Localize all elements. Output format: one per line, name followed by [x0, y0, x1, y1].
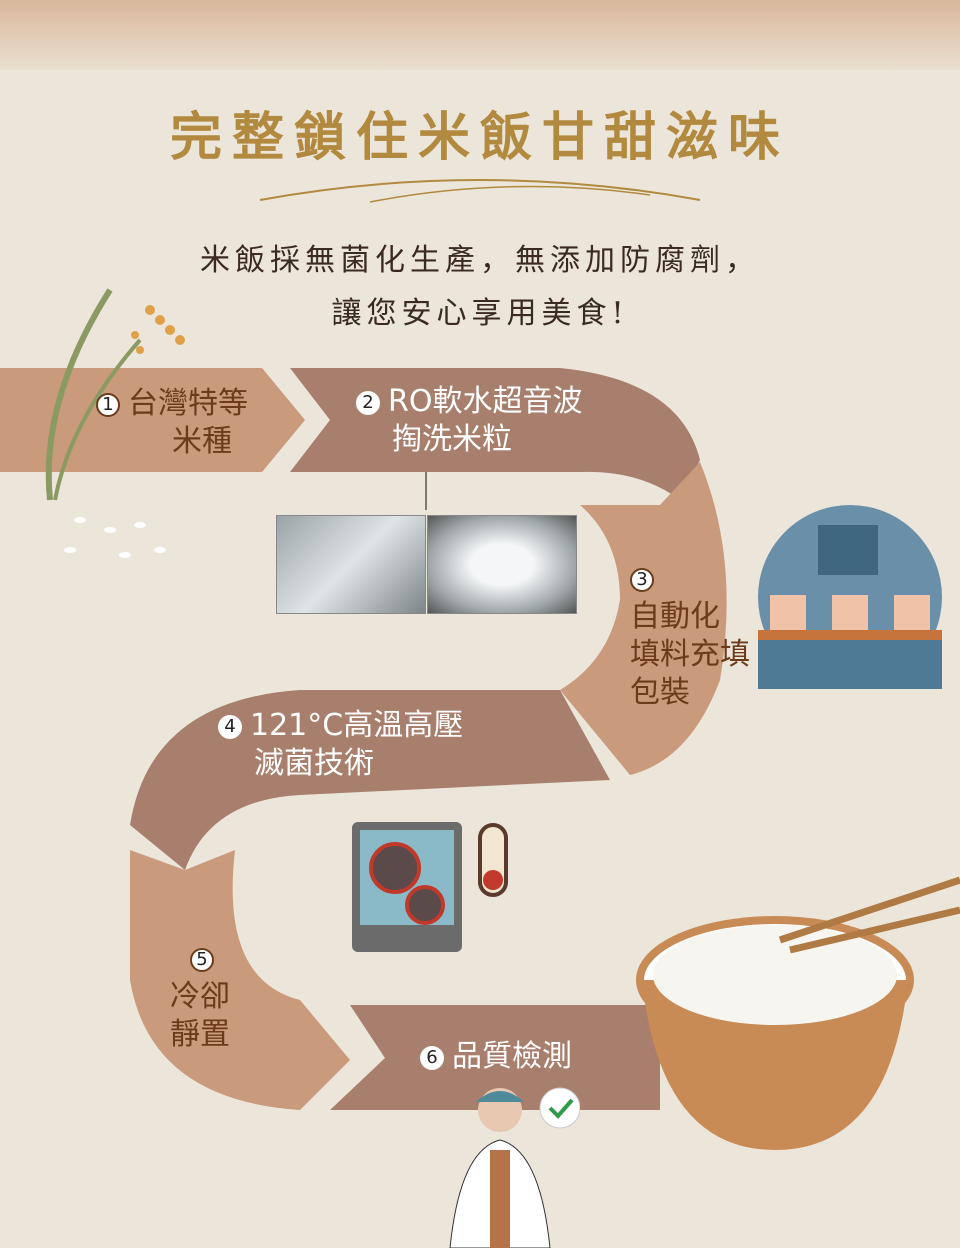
band-step-2 [290, 368, 700, 500]
decorative-swoosh [259, 179, 701, 203]
step-5-line-1: 冷卻 [170, 979, 230, 1014]
step-1-label: 1 台灣特等 米種 [96, 385, 248, 461]
top-photo-strip [0, 0, 960, 70]
page-title: 完整鎖住米飯甘甜滋味 [169, 107, 790, 168]
step-6-number: 6 [420, 1045, 444, 1070]
step-6-label: 6 品質檢測 [420, 1038, 572, 1076]
step-2-line-1: RO軟水超音波 [388, 384, 583, 419]
band-step-6 [330, 1005, 660, 1110]
step-4-line-1: 121°C高溫高壓 [250, 708, 464, 743]
subtitle-line-1: 米飯採無菌化生產，無添加防腐劑， [200, 243, 760, 278]
step-3-line-3: 包裝 [630, 675, 690, 710]
quality-inspector-illustration [449, 1087, 580, 1248]
band-step-1 [0, 368, 305, 472]
ultrasonic-wash-photo-2 [427, 515, 577, 614]
step-3-line-1: 自動化 [630, 599, 720, 634]
step-4-label: 4 121°C高溫高壓 滅菌技術 [218, 707, 463, 783]
step-2-line-2: 掏洗米粒 [392, 422, 512, 457]
step-5-label: 5 冷卻 靜置 [170, 940, 230, 1054]
sterilization-machine-illustration [352, 822, 508, 952]
step-4-line-2: 滅菌技術 [254, 746, 374, 781]
subtitle-line-2: 讓您安心享用美食! [331, 296, 629, 331]
step-2-label: 2 RO軟水超音波 掏洗米粒 [356, 383, 582, 459]
rice-plant-icon [45, 288, 185, 558]
band-step-3 [560, 462, 727, 775]
ultrasonic-wash-photo-1 [276, 515, 426, 614]
rice-bowl-photo [636, 876, 960, 1150]
step-6-line-1: 品質檢測 [452, 1039, 572, 1074]
band-step-4 [130, 690, 610, 870]
step-1-line-1: 台灣特等 [128, 386, 248, 421]
packaging-machine-illustration [758, 505, 942, 689]
step-2-number: 2 [356, 390, 380, 415]
step-3-number: 3 [630, 567, 654, 592]
step-3-line-2: 填料充填 [630, 637, 750, 672]
step-4-number: 4 [218, 714, 242, 739]
step-1-line-2: 米種 [172, 424, 232, 459]
step-5-line-2: 靜置 [170, 1017, 230, 1052]
step-3-label: 3 自動化 填料充填 包裝 [630, 560, 750, 712]
band-step-5 [130, 850, 350, 1110]
step-1-number: 1 [96, 392, 120, 417]
step-5-number: 5 [190, 947, 214, 972]
